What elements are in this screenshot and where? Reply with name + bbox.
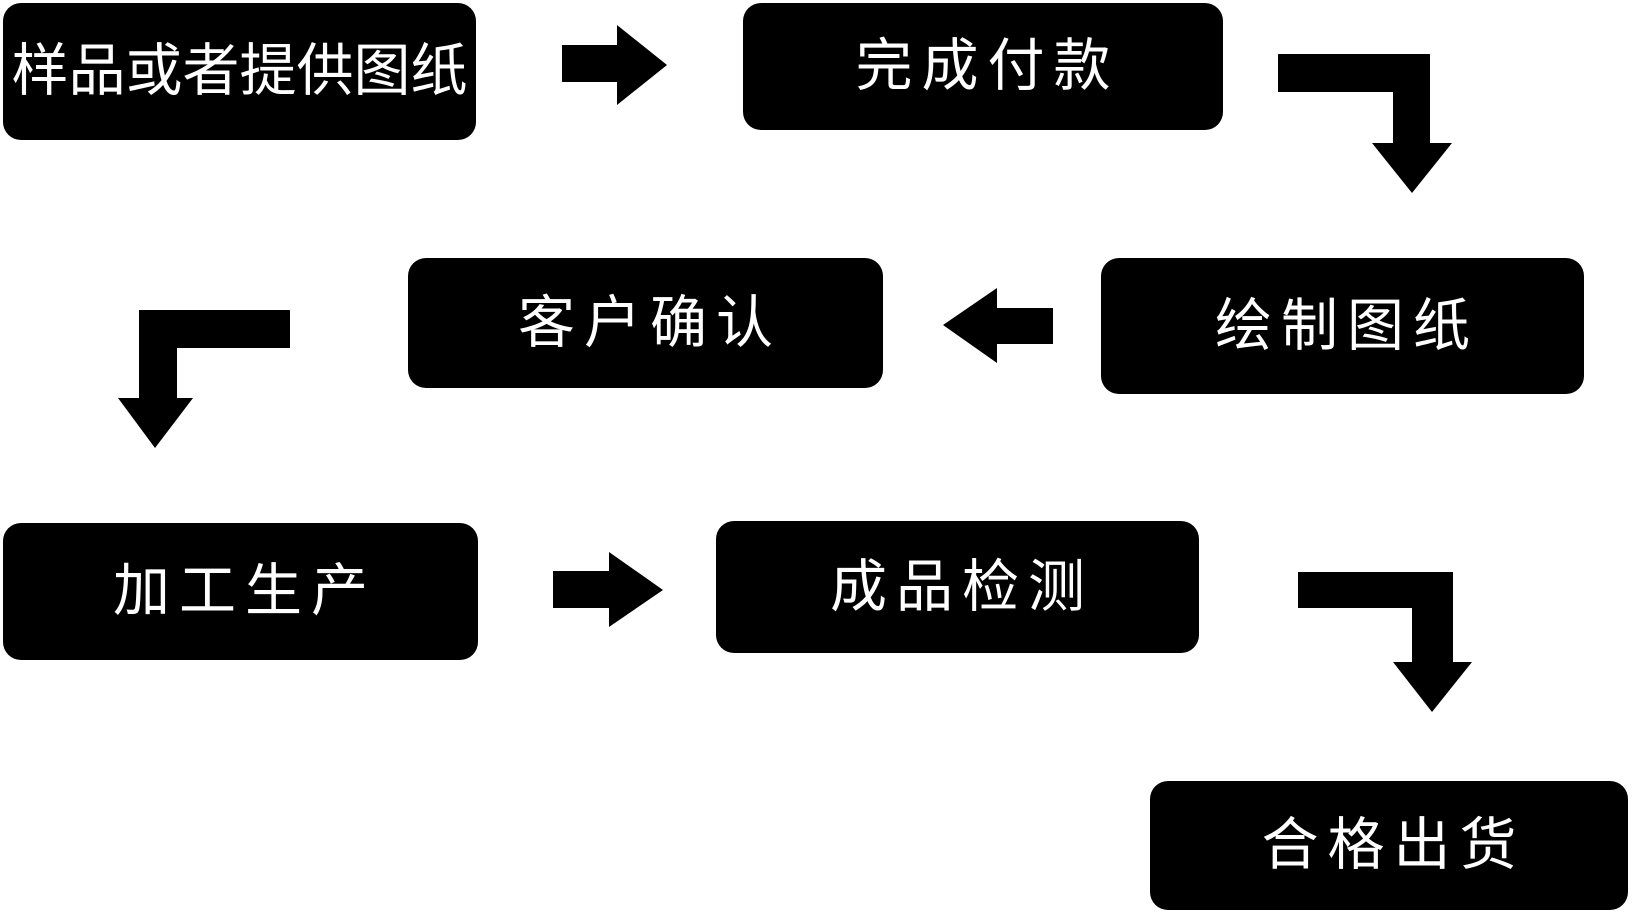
flow-node-qualified-shipment: 合格出货 bbox=[1150, 781, 1628, 910]
arrow-elbow-down-right-icon bbox=[1298, 572, 1472, 712]
flow-node-label: 样品或者提供图纸 bbox=[11, 38, 468, 104]
arrow-right-icon bbox=[562, 25, 667, 105]
arrow-elbow-down-right-icon bbox=[1278, 54, 1452, 193]
flow-node-label: 完成付款 bbox=[855, 33, 1120, 99]
flow-node-processing-production: 加工生产 bbox=[3, 523, 478, 660]
flow-node-label: 绘制图纸 bbox=[1215, 292, 1479, 359]
arrow-left-icon bbox=[943, 288, 1053, 363]
flow-node-label: 加工生产 bbox=[113, 558, 377, 624]
flow-node-label: 合格出货 bbox=[1261, 812, 1526, 878]
arrow-right-icon bbox=[553, 552, 663, 627]
flow-node-product-inspection: 成品检测 bbox=[716, 521, 1199, 653]
flow-node-label: 客户确认 bbox=[518, 289, 782, 356]
flow-node-customer-confirmation: 客户确认 bbox=[408, 258, 883, 388]
flow-node-draw-drawings: 绘制图纸 bbox=[1101, 258, 1584, 394]
flow-node-label: 成品检测 bbox=[830, 553, 1094, 620]
flow-node-complete-payment: 完成付款 bbox=[743, 3, 1223, 130]
arrow-elbow-down-left-icon bbox=[118, 310, 290, 448]
flow-node-sample-or-drawing: 样品或者提供图纸 bbox=[3, 3, 476, 140]
